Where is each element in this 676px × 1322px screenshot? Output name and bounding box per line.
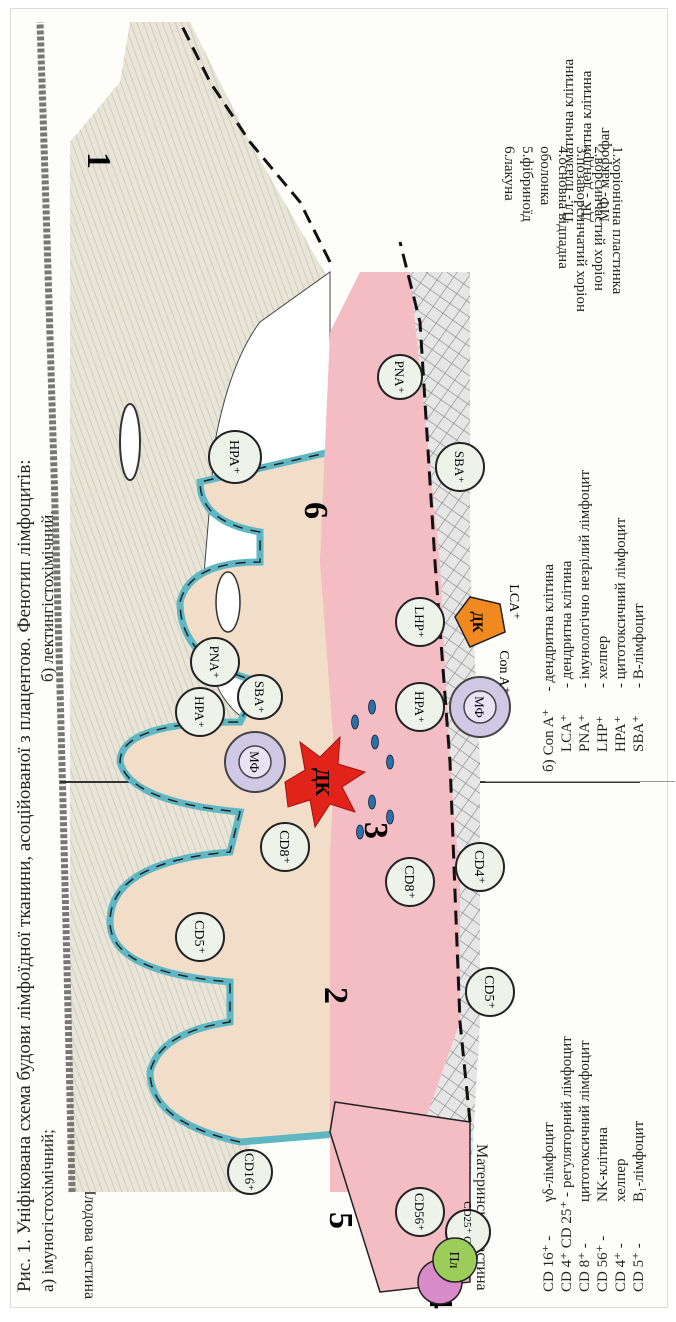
legend-a-term: CD 4⁺ CD 25⁺ -: [558, 1192, 576, 1292]
cell-sba-1: SBA⁺: [238, 675, 282, 719]
cell-hpa-3: HPA⁺: [396, 683, 444, 731]
cell-hpa-2-label: HPA⁺: [226, 440, 241, 474]
legend-b-desc: - дендритна клітина: [540, 564, 558, 691]
cell-pna-2-label: PNA⁺: [392, 361, 407, 394]
legend-b-prefix: б): [540, 759, 558, 772]
cona-label: Con A⁺: [496, 650, 511, 694]
legend-b-row: HPA⁺ - цитотоксичний лімфоцит: [612, 470, 630, 772]
cell-lhp-label: LHP⁺: [412, 606, 427, 637]
cell-sba-1-label: SBA⁺: [252, 681, 267, 713]
cell-cd5-villus-label: CD5⁺: [191, 920, 206, 954]
legend-a: CD 16⁺ - γδ-лімфоцит CD 4⁺ CD 25⁺ - регуля…: [540, 1036, 648, 1292]
amnion-chain: [40, 22, 72, 1192]
legend-b-term: PNA⁺: [576, 692, 594, 752]
cell-cd8-villus-label: CD8⁺: [276, 830, 291, 864]
legend-b-row: LHP⁺ - хелпер: [594, 470, 612, 772]
villus-vessel: [216, 572, 240, 632]
legend-a-desc: B₁-лімфоцит: [630, 1121, 648, 1202]
abbreviation-pl: Пл.- плазматична клітина: [560, 59, 578, 222]
cell-hpa-2: HPA⁺: [209, 431, 261, 483]
legend-b-desc: - B-лімфоцит: [630, 603, 648, 688]
cell-pna-1-label: PNA⁺: [207, 646, 222, 679]
region-number-6: 6: [297, 502, 334, 519]
legend-a-term: CD 16⁺ -: [540, 1206, 558, 1292]
legend-b: б)Con A⁺- дендритна клітина LCA⁺- дендри…: [540, 470, 648, 772]
structure-4-cont: оболонка: [536, 146, 554, 312]
legend-b-term: HPA⁺: [612, 692, 630, 752]
legend-a-term: CD 5⁺ -: [630, 1206, 648, 1292]
legend-a-desc: γδ-лімфоцит: [540, 1122, 558, 1202]
cell-cd16-label: CD16⁺: [242, 1153, 257, 1191]
legend-a-desc: хелпер: [612, 1159, 630, 1202]
legend-a-desc: регуляторний лімфоцит: [558, 1036, 576, 1188]
cell-cd56: CD56⁺: [396, 1188, 444, 1236]
legend-a-row: CD 4⁺ - хелпер: [612, 1036, 630, 1292]
legend-a-row: CD 16⁺ - γδ-лімфоцит: [540, 1036, 558, 1292]
legend-b-term: LHP⁺: [594, 692, 612, 752]
legend-b-row: б) Con A⁺ - дендритна клітина: [540, 470, 558, 772]
cell-pna-1: PNA⁺: [191, 638, 239, 686]
cell-cd8-villus: CD8⁺: [261, 823, 309, 871]
legend-b-desc: - хелпер: [594, 636, 612, 688]
legend-a-term: CD 8⁺ -: [576, 1206, 594, 1292]
region-number-1: 1: [80, 152, 117, 169]
legend-a-term: CD 4⁺ -: [612, 1206, 630, 1292]
chorionic-vessel: [120, 404, 140, 480]
cell-cd5-villus: CD5⁺: [176, 913, 224, 961]
cell-plasma-label: Пл: [446, 1251, 461, 1268]
legend-a-term: CD 56⁺ -: [594, 1206, 612, 1292]
cell-macrophage-maternal-label: МФ: [472, 696, 487, 718]
cell-dendritic-center-label: ДК: [311, 768, 333, 797]
structure-5: 5.фібриноїд: [518, 146, 536, 312]
legend-b-term: SBA⁺: [630, 692, 648, 752]
legend-a-desc: NK-клітина: [594, 1127, 612, 1202]
legend-b-term: Con A⁺: [540, 695, 558, 755]
abbreviation-dk: ДК - дендритна клітина: [578, 59, 596, 222]
cell-cd4-maternal: CD4⁺: [456, 843, 504, 891]
legend-a-row: CD 56⁺ - NK-клітина: [594, 1036, 612, 1292]
region-number-2: 2: [317, 987, 354, 1004]
cell-sba-2-label: SBA⁺: [452, 451, 467, 483]
cell-macrophage-villus: МФ: [225, 732, 285, 792]
legend-a-row: CD 5⁺ - B₁-лімфоцит: [630, 1036, 648, 1292]
legend-b-desc: - цитотоксичний лімфоцит: [612, 518, 630, 688]
legend-a-desc: цитотоксичний лімфоцит: [576, 1040, 594, 1202]
abbreviation-mf: МФ- макрофаг: [596, 59, 614, 222]
cell-cd8-maternal-label: CD8⁺: [401, 865, 416, 899]
cell-macrophage-villus-label: МФ: [247, 751, 262, 773]
legend-b-row: LCA⁺ - дендритна клітина: [558, 470, 576, 772]
cell-hpa-1-label: HPA⁺: [192, 696, 207, 728]
legend-b-row: PNA⁺ - імунологічно незрілий лімфоцит: [576, 470, 594, 772]
legend-b-desc: - дендритна клітина: [558, 561, 576, 688]
cell-cd5-maternal-label: CD5⁺: [481, 975, 496, 1009]
cell-cd4-maternal-label: CD4⁺: [471, 850, 486, 884]
region-number-5: 5: [322, 1212, 359, 1229]
cell-lhp: LHP⁺: [396, 598, 444, 646]
structure-6: 6.лакуна: [500, 146, 518, 312]
cell-cd5-maternal: CD5⁺: [466, 968, 514, 1016]
abbreviations-legend: Пл.- плазматична клітина ДК - дендритна …: [560, 59, 614, 222]
cell-sba-2: SBA⁺: [436, 443, 484, 491]
legend-b-row: SBA⁺ - B-лімфоцит: [630, 470, 648, 772]
legend-b-term: LCA⁺: [558, 692, 576, 752]
legend-a-row: CD 8⁺ - цитотоксичний лімфоцит: [576, 1036, 594, 1292]
cell-dendritic-maternal-label: ДК: [469, 611, 485, 632]
legend-divider: [485, 781, 675, 782]
legend-a-row: CD 4⁺ CD 25⁺ - регуляторний лімфоцит: [558, 1036, 576, 1292]
cell-pna-2: PNA⁺: [378, 355, 422, 399]
legend-b-desc: - імунологічно незрілий лімфоцит: [576, 470, 594, 688]
cell-cd16: CD16⁺: [228, 1150, 272, 1194]
cell-hpa-1: HPA⁺: [176, 688, 224, 736]
lca-label: LCA⁺: [506, 584, 521, 619]
cell-hpa-3-label: HPA⁺: [412, 691, 427, 723]
cell-cd56-label: CD56⁺: [412, 1193, 427, 1231]
cell-cd8-maternal: CD8⁺: [386, 858, 434, 906]
